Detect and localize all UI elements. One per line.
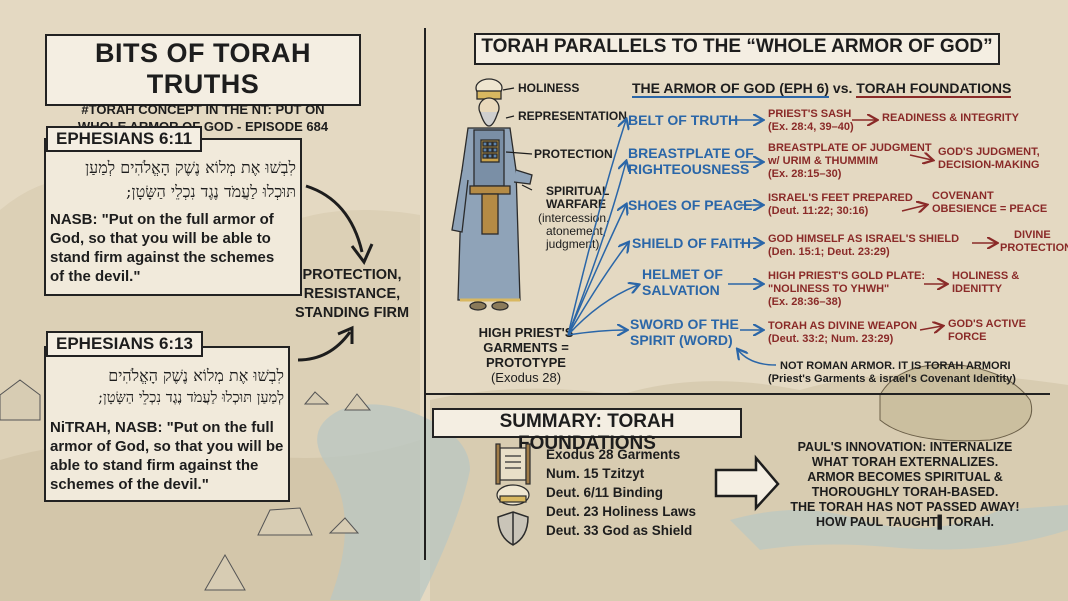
foundation-feet-prepared-1: ISRAEL'S FEET PREPARED bbox=[768, 192, 913, 204]
scroll-icon bbox=[495, 443, 531, 485]
foundation-torah-weapon-2: (Deut. 33:2; Num. 23:29) bbox=[768, 333, 894, 345]
armor-helmet-2: SALVATION bbox=[642, 282, 720, 298]
compare-heading-right: TORAH FOUNDATIONS bbox=[856, 80, 1012, 98]
ephesians-613-nasb-3: able to stand firm against the bbox=[50, 457, 259, 474]
compare-heading-vs: vs. bbox=[829, 80, 857, 96]
summary-item-2: Num. 15 Tzitzyt bbox=[546, 466, 645, 481]
note-line-1: NOT ROMAN ARMOR. IT IS TORAH ARMORI bbox=[780, 360, 1011, 372]
armor-sword-2: SPIRIT (WORD) bbox=[630, 332, 733, 348]
summary-item-3: Deut. 6/11 Binding bbox=[546, 485, 664, 500]
ephesians-611-nasb-1: NASB: "Put on the full armor of bbox=[50, 211, 274, 228]
compare-heading: THE ARMOR OF GOD (EPH 6) vs. TORAH FOUND… bbox=[632, 80, 1012, 98]
foundation-breastplate-1: BREASTPLATE OF JUDGMENT bbox=[768, 142, 932, 154]
ephesians-613-hebrew-2: לְמַעַן תּוּכְלוּ לַעֲמֹד נֶגֶד נִכְלֵי … bbox=[98, 390, 284, 406]
protection-line-3: STANDING FIRM bbox=[294, 305, 410, 321]
note: NOT ROMAN ARMOR. IT IS TORAH ARMORI (Pri… bbox=[768, 360, 1016, 386]
right-title-box bbox=[474, 33, 1000, 65]
ephesians-613-nasb-2: armor of God, so that you will be bbox=[50, 438, 284, 455]
ephesians-611-nasb-2: God, so that you will be able to bbox=[50, 230, 271, 247]
main-title-box: BITS OF TORAH TRUTHS #TORAH CONCEPT IN T… bbox=[45, 34, 361, 134]
paul-line-4: THOROUGHLY TORAH-BASED. bbox=[811, 485, 999, 499]
result-readiness-integrity: READINESS & INTEGRITY bbox=[882, 112, 1019, 124]
priest-label-holiness: HOLINESS bbox=[518, 81, 580, 95]
result-active-force-2: FORCE bbox=[948, 331, 987, 343]
foundation-feet-prepared-2: (Deut. 11:22; 30:16) bbox=[768, 205, 869, 217]
turban-icon bbox=[496, 484, 530, 506]
ephesians-611-nasb-4: of the devil." bbox=[50, 268, 141, 285]
result-covenant-1: COVENANT bbox=[932, 190, 994, 202]
foundation-shield-1: GOD HIMSELF AS ISRAEL'S SHIELD bbox=[768, 233, 960, 245]
summary-item-1: Exodus 28 Garments bbox=[546, 447, 681, 462]
main-title: BITS OF TORAH TRUTHS bbox=[94, 38, 311, 99]
priest-caption-1: HIGH PRIEST'S bbox=[478, 325, 574, 340]
subtitle-line-1: #TORAH CONCEPT IN THE NT: PUT ON bbox=[81, 102, 325, 117]
paul-line-5: THE TORAH HAS NOT PASSED AWAY! bbox=[790, 500, 1020, 514]
result-divine-protection-2: PROTECTION bbox=[1000, 242, 1068, 254]
summary-item-4: Deut. 23 Holiness Laws bbox=[546, 504, 697, 519]
armor-breastplate-2: RIGHTEOUSNESS bbox=[628, 161, 750, 177]
armor-sword-1: SWORD OF THE bbox=[630, 316, 739, 332]
priest-caption: HIGH PRIEST'S GARMENTS = PROTOTYPE (Exod… bbox=[446, 325, 606, 385]
paul-line-3: ARMOR BECOMES SPIRITUAL & bbox=[807, 470, 1003, 484]
summary-title: SUMMARY: TORAH FOUNDATIONS bbox=[499, 411, 675, 454]
summary-title-box bbox=[432, 408, 742, 438]
foundation-priests-sash-1: PRIEST'S SASH bbox=[768, 108, 852, 120]
priest-caption-2: GARMENTS = PROTOTYPE bbox=[483, 340, 569, 370]
armor-shield-of-faith: SHIELD OF FAITH bbox=[632, 235, 751, 251]
ephesians-613-box bbox=[44, 346, 290, 502]
ephesians-613-tag: EPHESIANS 6:13 bbox=[46, 331, 203, 357]
ephesians-611-tag: EPHESIANS 6:11 bbox=[46, 126, 203, 152]
right-title: TORAH PARALLELS TO THE “WHOLE ARMOR OF G… bbox=[481, 36, 993, 57]
paul-line-6: HOW PAUL TAUGHT▌TORAH. bbox=[815, 515, 995, 529]
result-gods-judgment-2: DECISION-MAKING bbox=[938, 159, 1040, 171]
ephesians-611-hebrew-2: תּוּכְלוּ לַעֲמֹד נֶגֶד נִכְלֵי הַשָּׂטָ… bbox=[126, 182, 296, 201]
foundation-shield-2: (Den. 15:1; Deut. 23:29) bbox=[768, 246, 890, 258]
paul-line-2: WHAT TORAH EXTERNALIZES. bbox=[811, 455, 999, 469]
ephesians-611-nasb-3: stand firm against the schemes bbox=[50, 249, 275, 266]
foundation-breastplate-3: (Ex. 28:15–30) bbox=[768, 168, 842, 180]
ephesians-613-nasb-1: NiTRAH, NASB: "Put on the full bbox=[50, 419, 274, 436]
protection-line-2: RESISTANCE, bbox=[303, 286, 401, 302]
foundation-gold-plate-1: HIGH PRIEST'S GOLD PLATE: bbox=[768, 270, 926, 282]
ephesians-613-hebrew-1: לִבְשׁוּ אֶת מְלוֹא נֶשֶׁק הָאֱלֹהִים bbox=[108, 366, 284, 385]
armor-helmet-1: HELMET OF bbox=[642, 266, 723, 282]
armor-breastplate-1: BREASTPLATE OF bbox=[628, 145, 754, 161]
compare-heading-left: THE ARMOR OF GOD (EPH 6) bbox=[632, 80, 830, 98]
result-gods-judgment-1: GOD'S JUDGMENT, bbox=[938, 146, 1040, 158]
ephesians-613-nasb-4: schemes of the devil." bbox=[50, 476, 209, 493]
result-covenant-2: OBESIENCE = PEACE bbox=[932, 203, 1048, 215]
armor-belt-of-truth: BELT OF TRUTH bbox=[628, 112, 739, 128]
big-arrow-icon bbox=[714, 454, 780, 512]
priest-label-representation: REPRESENTATION bbox=[518, 109, 627, 123]
result-divine-protection-1: DIVINE bbox=[1014, 229, 1051, 241]
foundation-gold-plate-3: (Ex. 28:36–38) bbox=[768, 296, 842, 308]
ephesians-611-hebrew-1: לִבְשׁוּ אֶת מְלוֹא נֶשֶׁק הָאֱלֹהִים לְ… bbox=[85, 158, 296, 177]
foundation-gold-plate-2: "NOLINESS TO YHWH" bbox=[768, 283, 890, 295]
note-line-2: (Priest's Garments & israel's Covenant I… bbox=[768, 373, 1016, 385]
summary-item-5: Deut. 33 God as Shield bbox=[546, 523, 693, 538]
result-holiness-2: IDENITTY bbox=[952, 283, 1003, 295]
armor-shoes-of-peace: SHOES OF PEACE bbox=[628, 197, 753, 213]
foundation-priests-sash-2: (Ex. 28:4, 39–40) bbox=[768, 121, 854, 133]
foundation-torah-weapon-1: TORAH AS DIVINE WEAPON bbox=[768, 320, 918, 332]
priest-caption-3: (Exodus 28) bbox=[490, 370, 562, 385]
protection-label: PROTECTION, RESISTANCE, STANDING FIRM bbox=[286, 266, 418, 323]
foundation-breastplate-2: w/ URIM & THUMMIM bbox=[768, 155, 878, 167]
shield-icon bbox=[497, 511, 529, 546]
protection-line-1: PROTECTION, bbox=[302, 267, 402, 283]
result-active-force-1: GOD'S ACTIVE bbox=[948, 318, 1026, 330]
ephesians-611-box bbox=[44, 138, 302, 296]
paul-line-1: PAUL'S INNOVATION: INTERNALIZE bbox=[797, 440, 1013, 454]
pauls-innovation: PAUL'S INNOVATION: INTERNALIZE WHAT TORA… bbox=[780, 440, 1030, 530]
result-holiness-1: HOLINESS & bbox=[952, 270, 1020, 282]
